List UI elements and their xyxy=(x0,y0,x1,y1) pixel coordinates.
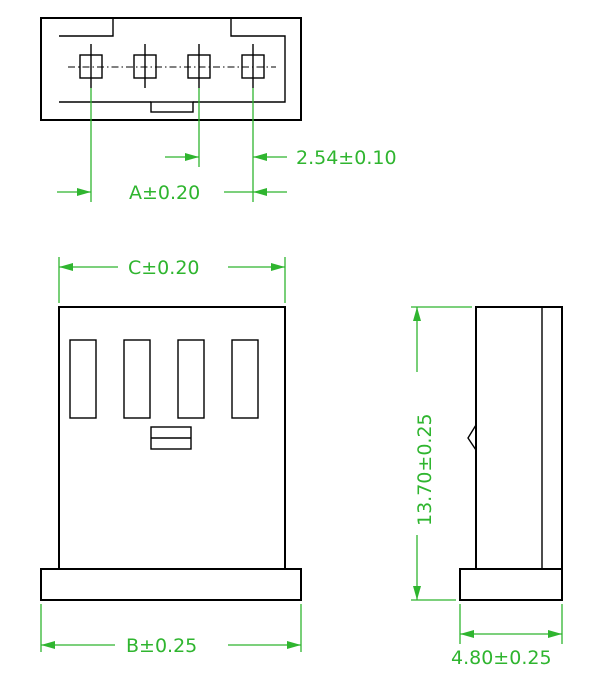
a-dimension-label: A±0.20 xyxy=(129,182,200,204)
b-dimension: B±0.25 xyxy=(40,604,302,657)
a-dimension: A±0.20 xyxy=(57,182,287,204)
pitch-dimension-label: 2.54±0.10 xyxy=(296,147,397,169)
side-view-latch-bump xyxy=(467,424,477,451)
side-view: 13.70±0.25 4.80±0.25 xyxy=(411,306,563,669)
pitch-dimension: 2.54±0.10 xyxy=(165,147,397,169)
top-view: 2.54±0.10 A±0.20 xyxy=(40,17,397,204)
height-dimension: 13.70±0.25 xyxy=(411,306,472,601)
depth-dimension-label: 4.80±0.25 xyxy=(451,647,552,669)
top-view-inner-cavity xyxy=(59,18,286,103)
top-view-latch-notch xyxy=(150,101,194,113)
b-dimension-label: B±0.25 xyxy=(126,635,197,657)
front-slot-2 xyxy=(123,339,151,419)
front-slot-4 xyxy=(231,339,259,419)
top-view-outer-body xyxy=(40,17,302,121)
pin-2 xyxy=(133,44,157,88)
c-dimension-label: C±0.20 xyxy=(128,257,200,279)
c-dimension: C±0.20 xyxy=(58,257,286,303)
depth-dimension: 4.80±0.25 xyxy=(451,604,563,669)
front-slot-3 xyxy=(177,339,205,419)
pin-1 xyxy=(79,44,103,88)
side-view-body xyxy=(475,306,563,570)
side-view-base xyxy=(459,568,563,601)
height-dimension-label: 13.70±0.25 xyxy=(414,413,436,526)
front-slot-1 xyxy=(69,339,97,419)
pin-4 xyxy=(241,44,265,88)
pin-3 xyxy=(187,44,211,88)
front-view: C±0.20 B±0.25 xyxy=(40,257,302,657)
front-view-base-flange xyxy=(40,568,302,601)
